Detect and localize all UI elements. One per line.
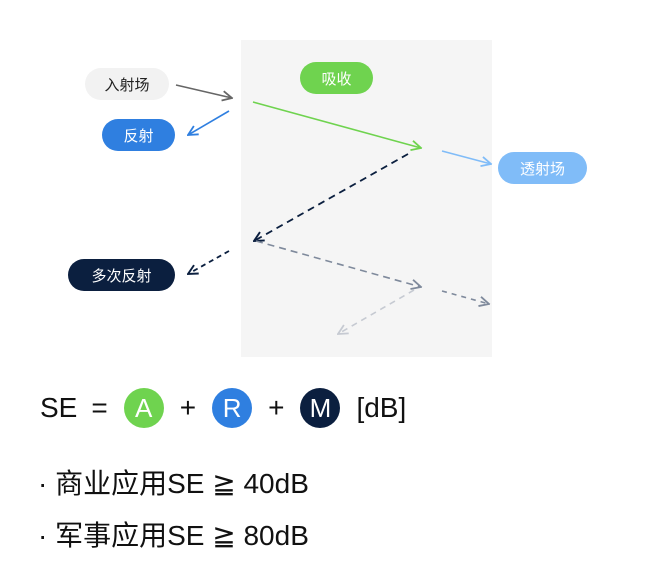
transmitted-field-label: 透射场 <box>498 152 587 184</box>
reflection-label: 反射 <box>102 119 175 151</box>
formula-plus: + <box>268 392 285 423</box>
multiple-reflection-label: 多次反射 <box>68 259 175 291</box>
reflection-badge: R <box>212 388 253 428</box>
formula-plus: + <box>179 392 197 423</box>
internal-reflection-arrow <box>254 153 409 241</box>
secondary-transmission-arrow <box>441 290 489 304</box>
absorption-badge: A <box>123 388 164 428</box>
multiple-reflection-badge: M <box>300 388 341 428</box>
absorption-arrow <box>252 101 421 148</box>
reflection-arrow <box>188 110 230 135</box>
shield-material <box>241 40 492 357</box>
faded-reflection-arrow <box>338 289 415 334</box>
formula-se: SE <box>40 392 78 423</box>
multiple-reflection-arrow <box>188 250 230 274</box>
formula-unit: [dB] <box>356 392 407 423</box>
absorption-label: 吸收 <box>300 62 373 94</box>
internal-second-arrow <box>255 240 421 287</box>
military-requirement: · 军事应用SE ≧ 80dB <box>38 520 309 551</box>
incident-field-label: 入射场 <box>85 68 169 100</box>
formula-equals: = <box>91 392 108 423</box>
incident-arrow <box>175 84 232 98</box>
shielding-formula: SE = A + R + M [dB] <box>40 388 406 428</box>
commercial-requirement: · 商业应用SE ≧ 40dB <box>38 468 309 499</box>
transmission-arrow <box>441 150 491 164</box>
